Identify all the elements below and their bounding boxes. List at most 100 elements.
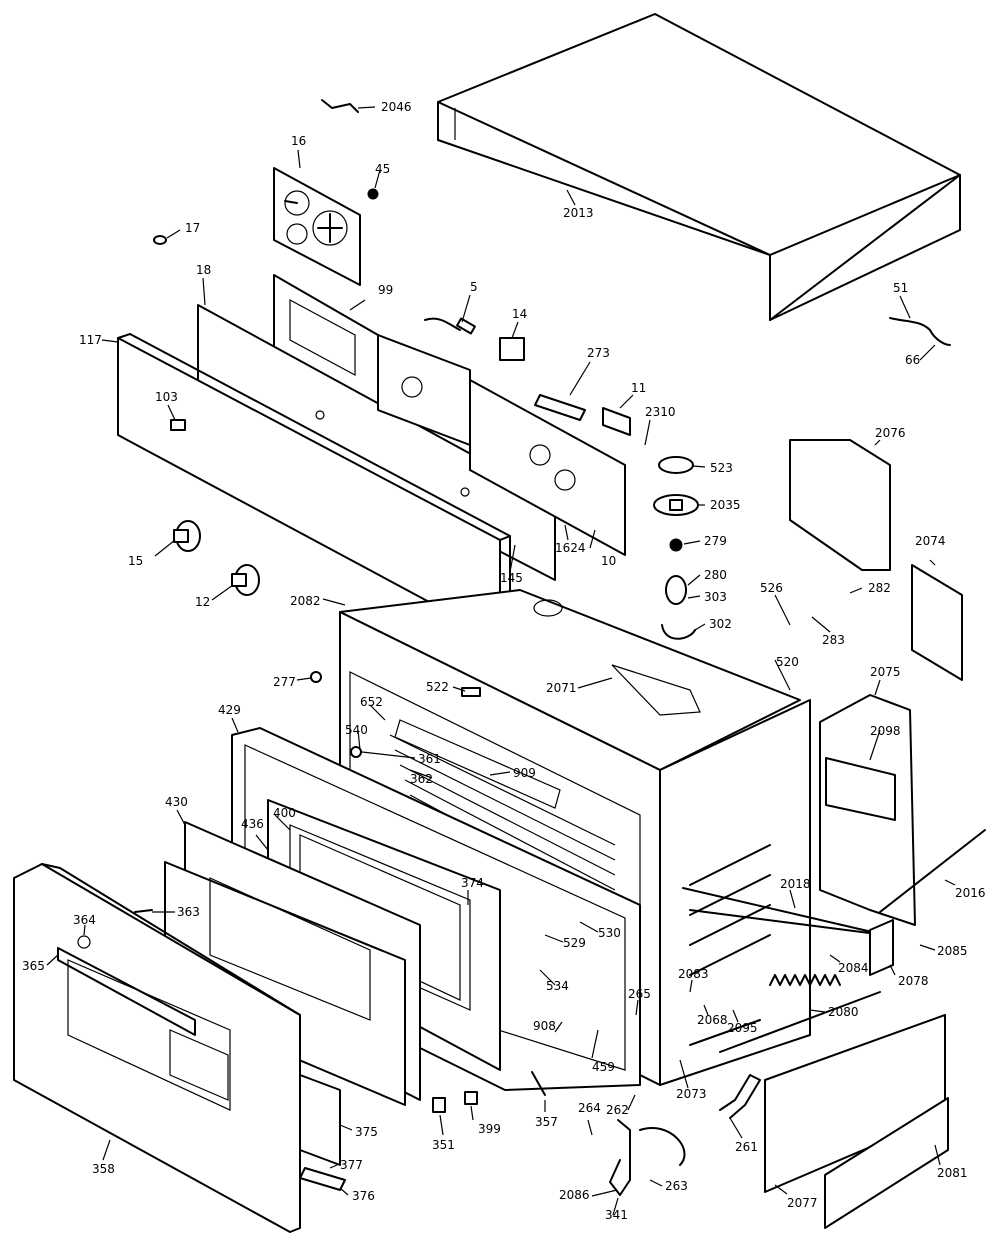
label-341: 341 [605, 1208, 628, 1222]
part-376 [299, 1167, 346, 1191]
switch-11 [602, 407, 631, 436]
label-273: 273 [587, 346, 610, 360]
label-908: 908 [533, 1019, 556, 1033]
label-534: 534 [546, 979, 569, 993]
sensor-5 [424, 317, 476, 335]
label-362: 362 [410, 772, 433, 786]
cord-51 [889, 317, 951, 346]
label-145: 145 [500, 571, 523, 585]
label-2085: 2085 [937, 944, 968, 958]
label-2098: 2098 [870, 724, 901, 738]
label-18: 18 [196, 263, 211, 277]
bracket-2078 [869, 919, 894, 976]
label-400: 400 [273, 806, 296, 820]
clip-103 [170, 419, 186, 431]
label-14: 14 [512, 307, 527, 321]
label-459: 459 [592, 1060, 615, 1074]
label-66: 66 [905, 353, 920, 367]
label-540: 540 [345, 723, 368, 737]
block-273 [534, 394, 586, 421]
hinge-2086 [609, 1119, 631, 1196]
label-2018: 2018 [780, 877, 811, 891]
part-523 [658, 456, 694, 474]
label-2081: 2081 [937, 1166, 968, 1180]
label-15: 15 [128, 554, 143, 568]
label-45: 45 [375, 162, 390, 176]
spring-2084 [769, 974, 841, 986]
clip-351 [432, 1097, 446, 1113]
screw-363 [134, 909, 153, 913]
label-436: 436 [241, 817, 264, 831]
part-522 [461, 687, 481, 697]
strip-2080 [719, 991, 881, 1053]
label-103: 103 [155, 390, 178, 404]
window-375 [299, 1074, 341, 1166]
screw-357 [531, 1071, 546, 1096]
label-522: 522 [426, 680, 449, 694]
label-2310: 2310 [645, 405, 676, 419]
label-361: 361 [418, 752, 441, 766]
arm-263 [639, 1127, 686, 1166]
label-2046: 2046 [381, 100, 412, 114]
label-377: 377 [340, 1158, 363, 1172]
label-280: 280 [704, 568, 727, 582]
label-117: 117 [79, 333, 102, 347]
label-5: 5 [470, 280, 478, 294]
label-351: 351 [432, 1138, 455, 1152]
label-283: 283 [822, 633, 845, 647]
top-cover [437, 13, 961, 321]
block-399 [464, 1091, 478, 1105]
label-2083: 2083 [678, 967, 709, 981]
label-16: 16 [291, 134, 306, 148]
rod-2016 [879, 829, 986, 913]
label-277: 277 [273, 675, 296, 689]
label-523: 523 [710, 461, 733, 475]
box-2098 [825, 757, 896, 821]
label-2080: 2080 [828, 1005, 859, 1019]
label-399: 399 [478, 1122, 501, 1136]
label-2035: 2035 [710, 498, 741, 512]
knob-12 [231, 564, 260, 596]
label-358: 358 [92, 1162, 115, 1176]
label-2075: 2075 [870, 665, 901, 679]
label-357: 357 [535, 1115, 558, 1129]
label-17: 17 [185, 221, 200, 235]
label-364: 364 [73, 913, 96, 927]
control-plate-16 [273, 167, 361, 286]
label-303: 303 [704, 590, 727, 604]
label-365: 365 [22, 959, 45, 973]
label-261: 261 [735, 1140, 758, 1154]
label-264: 264 [578, 1101, 601, 1115]
part-279 [669, 538, 683, 552]
panel-18 [197, 304, 556, 581]
bracket-2046 [321, 99, 376, 113]
wire-302 [661, 624, 696, 640]
label-11: 11 [631, 381, 646, 395]
label-2086: 2086 [559, 1188, 590, 1202]
label-430: 430 [165, 795, 188, 809]
label-2071: 2071 [546, 681, 577, 695]
label-530: 530 [598, 926, 621, 940]
label-99: 99 [378, 283, 393, 297]
label-363: 363 [177, 905, 200, 919]
label-1624: 1624 [555, 541, 586, 555]
label-374: 374 [461, 876, 484, 890]
part-labels: 2046 2013 16 45 17 18 99 5 14 273 11 231… [22, 100, 986, 1222]
label-2016: 2016 [955, 886, 986, 900]
plate-2074 [911, 564, 963, 681]
knob-15 [173, 520, 201, 552]
label-652: 652 [360, 695, 383, 709]
label-2076: 2076 [875, 426, 906, 440]
label-2013: 2013 [563, 206, 594, 220]
label-2078: 2078 [898, 974, 929, 988]
label-909: 909 [513, 766, 536, 780]
label-375: 375 [355, 1125, 378, 1139]
bulb-17 [153, 235, 167, 245]
label-529: 529 [563, 936, 586, 950]
label-376: 376 [352, 1189, 375, 1203]
nut-45 [367, 188, 379, 200]
panel-2081 [824, 1097, 949, 1229]
label-526: 526 [760, 581, 783, 595]
